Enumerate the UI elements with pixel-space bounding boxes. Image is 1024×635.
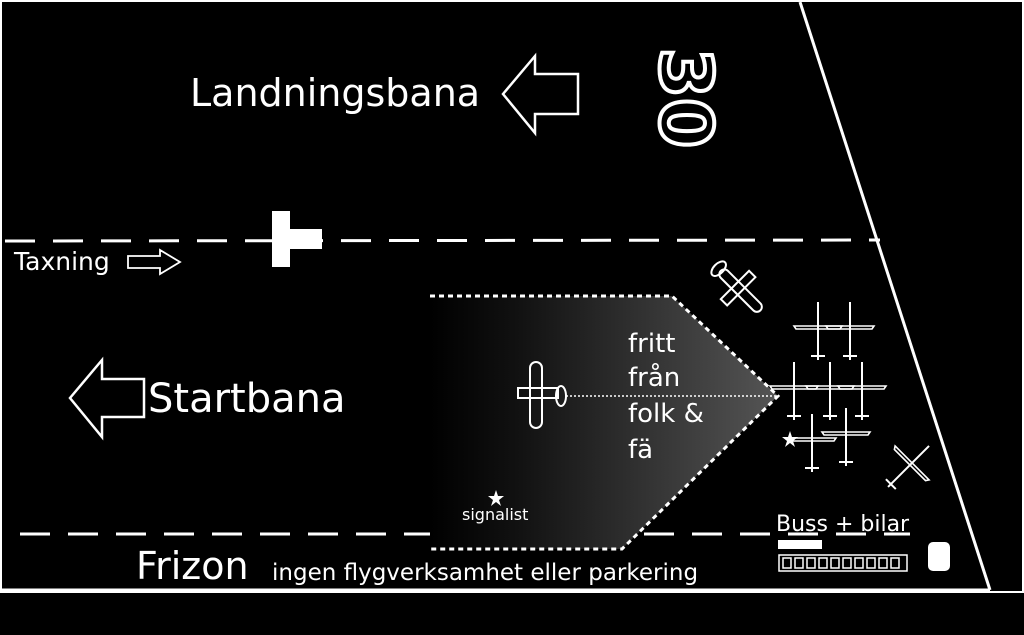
landing-t-icon bbox=[272, 211, 322, 267]
landing-runway-label: Landningsbana bbox=[190, 71, 480, 115]
clear-zone-text: fritt från folk & fä bbox=[628, 329, 704, 465]
taxi-label: Taxning bbox=[13, 247, 110, 276]
tow-plane-icon bbox=[517, 361, 567, 429]
signalist-label: signalist bbox=[462, 505, 528, 524]
runway-number: 30 bbox=[643, 48, 727, 148]
glider-plane-icon bbox=[769, 361, 819, 421]
parked-gliders bbox=[769, 301, 948, 505]
clear-zone-line-3: folk & bbox=[628, 399, 704, 429]
bus-cars-label: Buss + bilar bbox=[776, 512, 910, 537]
star-icon bbox=[488, 490, 504, 506]
glider-plane-icon bbox=[825, 301, 875, 361]
clear-zone-line-4: fä bbox=[628, 435, 653, 465]
taxi-arrow-icon bbox=[127, 248, 182, 276]
parked-cars-icon bbox=[778, 554, 908, 572]
clear-zone-area bbox=[430, 296, 778, 549]
vehicle-icon bbox=[928, 542, 950, 571]
start-runway-label: Startbana bbox=[148, 376, 345, 422]
landing-arrow-icon bbox=[501, 52, 580, 137]
glider-plane-icon bbox=[793, 301, 843, 361]
star-icon bbox=[782, 431, 798, 447]
clear-zone-line-2: från bbox=[628, 362, 680, 393]
free-zone-subtitle: ingen flygverksamhet eller parkering bbox=[272, 560, 698, 586]
clear-zone-border bbox=[430, 294, 781, 551]
free-zone-title: Frizon bbox=[136, 544, 249, 588]
start-arrow-icon bbox=[68, 356, 146, 441]
bus-icon bbox=[778, 540, 822, 549]
clear-zone-line-1: fritt bbox=[628, 329, 675, 359]
field-frame bbox=[0, 0, 1024, 593]
tow-plane-icon bbox=[710, 260, 763, 313]
field-boundary-line bbox=[798, 1, 992, 591]
glider-plane-icon bbox=[787, 413, 837, 473]
taxi-line bbox=[4, 238, 881, 243]
glider-plane-icon bbox=[870, 427, 948, 505]
